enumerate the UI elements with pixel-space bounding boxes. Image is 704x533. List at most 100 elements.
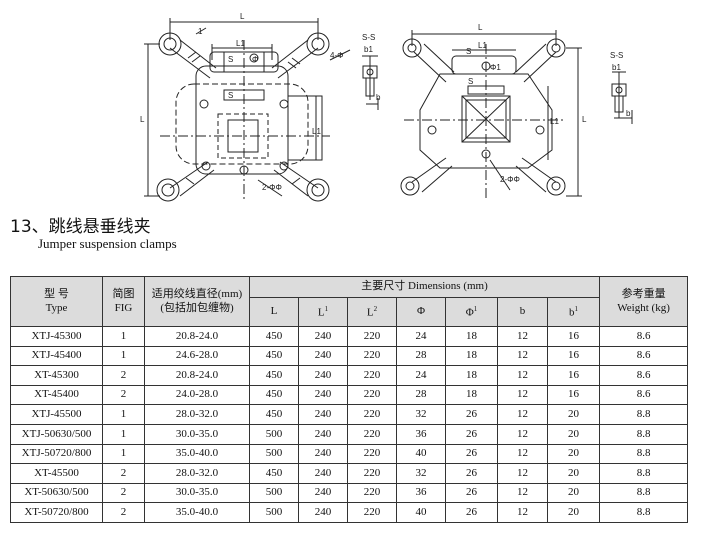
cell-l1: 240: [298, 345, 348, 367]
cell-b1: 20: [546, 502, 601, 523]
label-l1-side: L1: [312, 127, 321, 136]
cell-phi: 24: [396, 365, 446, 386]
cell-type: XT-45300: [10, 365, 103, 386]
cell-l: 500: [249, 482, 299, 504]
cell-dia: 28.0-32.0: [144, 463, 250, 484]
cell-weight: 8.8: [599, 404, 689, 425]
cell-weight: 8.8: [599, 502, 689, 523]
section-subtitle: Jumper suspension clamps: [38, 236, 177, 251]
cell-b1: 20: [546, 482, 601, 504]
label-r-s-mid: S: [468, 77, 473, 86]
label-r-section-b1: b1: [612, 63, 621, 72]
cell-l2: 220: [347, 502, 397, 523]
cell-l: 450: [249, 463, 299, 484]
cell-phi: 32: [396, 463, 446, 484]
label-r-section-title: S-S: [610, 51, 623, 60]
cell-phi: 24: [396, 326, 446, 347]
label-section-title: S-S: [362, 33, 375, 42]
cell-b: 12: [497, 365, 548, 386]
cell-weight: 8.8: [599, 482, 689, 504]
cell-l: 500: [249, 443, 299, 465]
cell-fig: 2: [102, 482, 145, 504]
cell-l2: 220: [347, 384, 397, 406]
cell-dia: 20.8-24.0: [144, 326, 250, 347]
section-title: 13、跳线悬垂线夹: [10, 217, 151, 237]
cell-dia: 35.0-40.0: [144, 502, 250, 523]
label-r-l-side: L: [582, 115, 587, 124]
cell-type: XT-50720/800: [10, 502, 103, 523]
label-r-phi1: Φ1: [490, 63, 501, 72]
cell-phi: 28: [396, 384, 446, 406]
header-fig: 简图 FIG: [102, 276, 145, 327]
cell-weight: 8.8: [599, 423, 689, 445]
cell-phi1: 26: [445, 482, 498, 504]
cell-l1: 240: [298, 482, 348, 504]
cell-b1: 16: [546, 326, 601, 347]
cell-b: 12: [497, 384, 548, 406]
cell-l2: 220: [347, 482, 397, 504]
cell-type: XT-45500: [10, 463, 103, 484]
cell-dia: 28.0-32.0: [144, 404, 250, 425]
header-phi: Φ: [396, 297, 446, 327]
label-s-mid: S: [228, 91, 233, 100]
cell-phi1: 18: [445, 365, 498, 386]
cell-fig: 1: [102, 423, 145, 445]
cell-phi1: 26: [445, 404, 498, 425]
cell-phi: 36: [396, 423, 446, 445]
cell-l: 450: [249, 345, 299, 367]
header-b1: b1: [546, 297, 601, 327]
header-type: 型 号 Type: [10, 276, 103, 327]
cell-b1: 20: [546, 423, 601, 445]
cell-b1: 20: [546, 463, 601, 484]
label-l-top: L: [240, 12, 245, 21]
header-b: b: [497, 297, 548, 327]
cell-weight: 8.8: [599, 463, 689, 484]
cell-l1: 240: [298, 502, 348, 523]
cell-l: 450: [249, 384, 299, 406]
cell-phi: 28: [396, 345, 446, 367]
cell-fig: 2: [102, 502, 145, 523]
cell-l2: 220: [347, 423, 397, 445]
cell-type: XTJ-50720/800: [10, 443, 103, 465]
cell-phi1: 26: [445, 463, 498, 484]
cell-b1: 16: [546, 384, 601, 406]
cell-fig: 1: [102, 345, 145, 367]
cell-l: 450: [249, 404, 299, 425]
cell-type: XTJ-45300: [10, 326, 103, 347]
cell-l: 500: [249, 502, 299, 523]
cell-type: XTJ-50630/500: [10, 423, 103, 445]
cell-b: 12: [497, 463, 548, 484]
header-dimensions: 主要尺寸 Dimensions (mm): [248, 276, 601, 298]
cell-type: XTJ-45500: [10, 404, 103, 425]
cell-weight: 8.6: [599, 345, 689, 367]
cell-l2: 220: [347, 365, 397, 386]
label-l1: L1: [236, 39, 245, 48]
cell-b1: 16: [546, 345, 601, 367]
cell-fig: 2: [102, 365, 145, 386]
cell-l1: 240: [298, 423, 348, 445]
cell-l2: 220: [347, 404, 397, 425]
technical-drawing: L L1 S S Φ L L1 4-Φ 2-ΦΦ 1 S-S b1 b L L1…: [140, 12, 633, 202]
header-weight: 参考重量 Weight (kg): [599, 276, 689, 327]
cell-l: 450: [249, 326, 299, 347]
cell-l1: 240: [298, 365, 348, 386]
cell-weight: 8.6: [599, 384, 689, 406]
cell-weight: 8.6: [599, 365, 689, 386]
cell-type: XT-45400: [10, 384, 103, 406]
cell-phi1: 26: [445, 423, 498, 445]
label-section-b: b: [376, 93, 381, 102]
header-l2: L2: [347, 297, 397, 327]
label-l-side: L: [140, 115, 145, 124]
cell-fig: 2: [102, 463, 145, 484]
cell-l1: 240: [298, 326, 348, 347]
cell-b: 12: [497, 345, 548, 367]
